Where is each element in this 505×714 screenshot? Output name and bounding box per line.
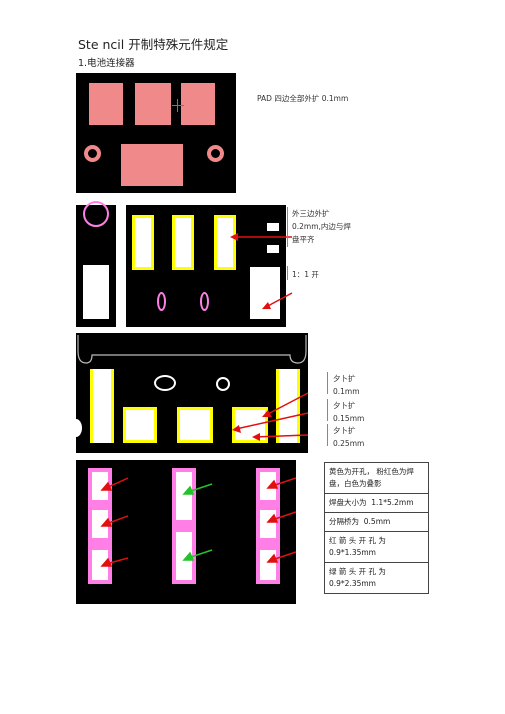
aperture (172, 215, 194, 270)
legend-value: 0.9*1.35mm (329, 548, 376, 557)
aperture (92, 550, 108, 580)
note-line: 夕卜扩 (333, 374, 356, 383)
note-line: 0.25mm (333, 439, 365, 448)
aperture (276, 369, 300, 443)
legend-pad-size: 焊盘大小为 1.1*5.2mm (325, 494, 428, 513)
aperture (214, 215, 236, 270)
aperture (92, 510, 108, 538)
arrow-icon (230, 233, 293, 309)
mounting-hole (83, 201, 109, 227)
mounting-hole (84, 145, 101, 162)
aperture (90, 369, 114, 443)
bracket (327, 399, 328, 421)
legend-color-meaning: 黄色为开孔， 粉红色为焊盘，白色为叠影 (325, 463, 428, 494)
aperture (92, 472, 108, 500)
aperture (176, 472, 192, 520)
note-line: 夕卜扩 (333, 426, 356, 435)
pad (89, 83, 123, 125)
figure-connector-yellow (70, 333, 309, 453)
note-ratio: 1：1 开 (292, 270, 319, 279)
page-title: Ste ncil 开制特殊元件规定 (78, 37, 229, 52)
note-line: 0.1mm (333, 387, 360, 396)
figure-connector-right (126, 205, 293, 327)
legend-label: 焊盘大小为 (329, 498, 367, 507)
note-line: 外三边外扩 (292, 209, 330, 218)
pad (250, 267, 280, 319)
note-pad-expand: PAD 四边全部外扩 0.1mm (257, 94, 349, 103)
pad (121, 144, 183, 186)
note-line: 盘平齐 (292, 235, 315, 244)
aperture (123, 407, 157, 443)
aperture (176, 532, 192, 580)
edge-notch (70, 419, 82, 437)
note-expand-025: 夕卜扩 0.25mm (333, 424, 364, 450)
note-expand-01: 夕卜扩 0.1mm (333, 372, 360, 398)
slot-hole (216, 377, 230, 391)
aperture (132, 215, 154, 270)
crosshair-icon (172, 105, 184, 106)
pad (267, 245, 279, 253)
legend-bridge: 分隔桥为 0.5mm (325, 513, 428, 532)
crosshair-icon (177, 99, 178, 112)
bracket (287, 266, 288, 280)
arrow-icon (232, 392, 309, 441)
legend-label: 分隔桥为 (329, 517, 359, 526)
legend-table: 黄色为开孔， 粉红色为焊盘，白色为叠影 焊盘大小为 1.1*5.2mm 分隔桥为… (324, 462, 429, 594)
legend-green-arrow: 绿 箭 头 开 孔 为 0.9*2.35mm (325, 563, 428, 593)
arrow-icon (100, 477, 296, 567)
mounting-hole (207, 145, 224, 162)
legend-value: 1.1*5.2mm (371, 498, 414, 507)
pad (181, 83, 215, 125)
pad (83, 265, 109, 319)
pad (135, 83, 171, 125)
slot-hole (200, 292, 209, 311)
legend-label: 绿 箭 头 开 孔 为 (329, 567, 386, 576)
outline (77, 335, 307, 364)
figure-split-pads (76, 460, 296, 604)
legend-value: 0.9*2.35mm (329, 579, 376, 588)
figure-connector-left (76, 201, 116, 327)
note-line: 0.15mm (333, 414, 365, 423)
slot-hole (157, 292, 166, 311)
slot-hole (154, 375, 176, 391)
figure-battery-connector-top (76, 73, 236, 193)
legend-red-arrow: 红 箭 头 开 孔 为 0.9*1.35mm (325, 532, 428, 563)
legend-label: 红 箭 头 开 孔 为 (329, 536, 386, 545)
note-three-side-expand: 外三边外扩 0.2mm,内边与焊 盘平齐 (292, 207, 351, 246)
pad (267, 223, 279, 231)
legend-value: 0.5mm (363, 517, 391, 526)
bracket (327, 424, 328, 446)
note-expand-015: 夕卜扩 0.15mm (333, 399, 364, 425)
bracket (327, 372, 328, 394)
bracket (287, 207, 288, 247)
aperture (177, 407, 213, 443)
note-line: 0.2mm,内边与焊 (292, 222, 351, 231)
aperture (260, 472, 276, 500)
note-line: 夕卜扩 (333, 401, 356, 410)
section-heading: 1.电池连接器 (78, 58, 135, 69)
